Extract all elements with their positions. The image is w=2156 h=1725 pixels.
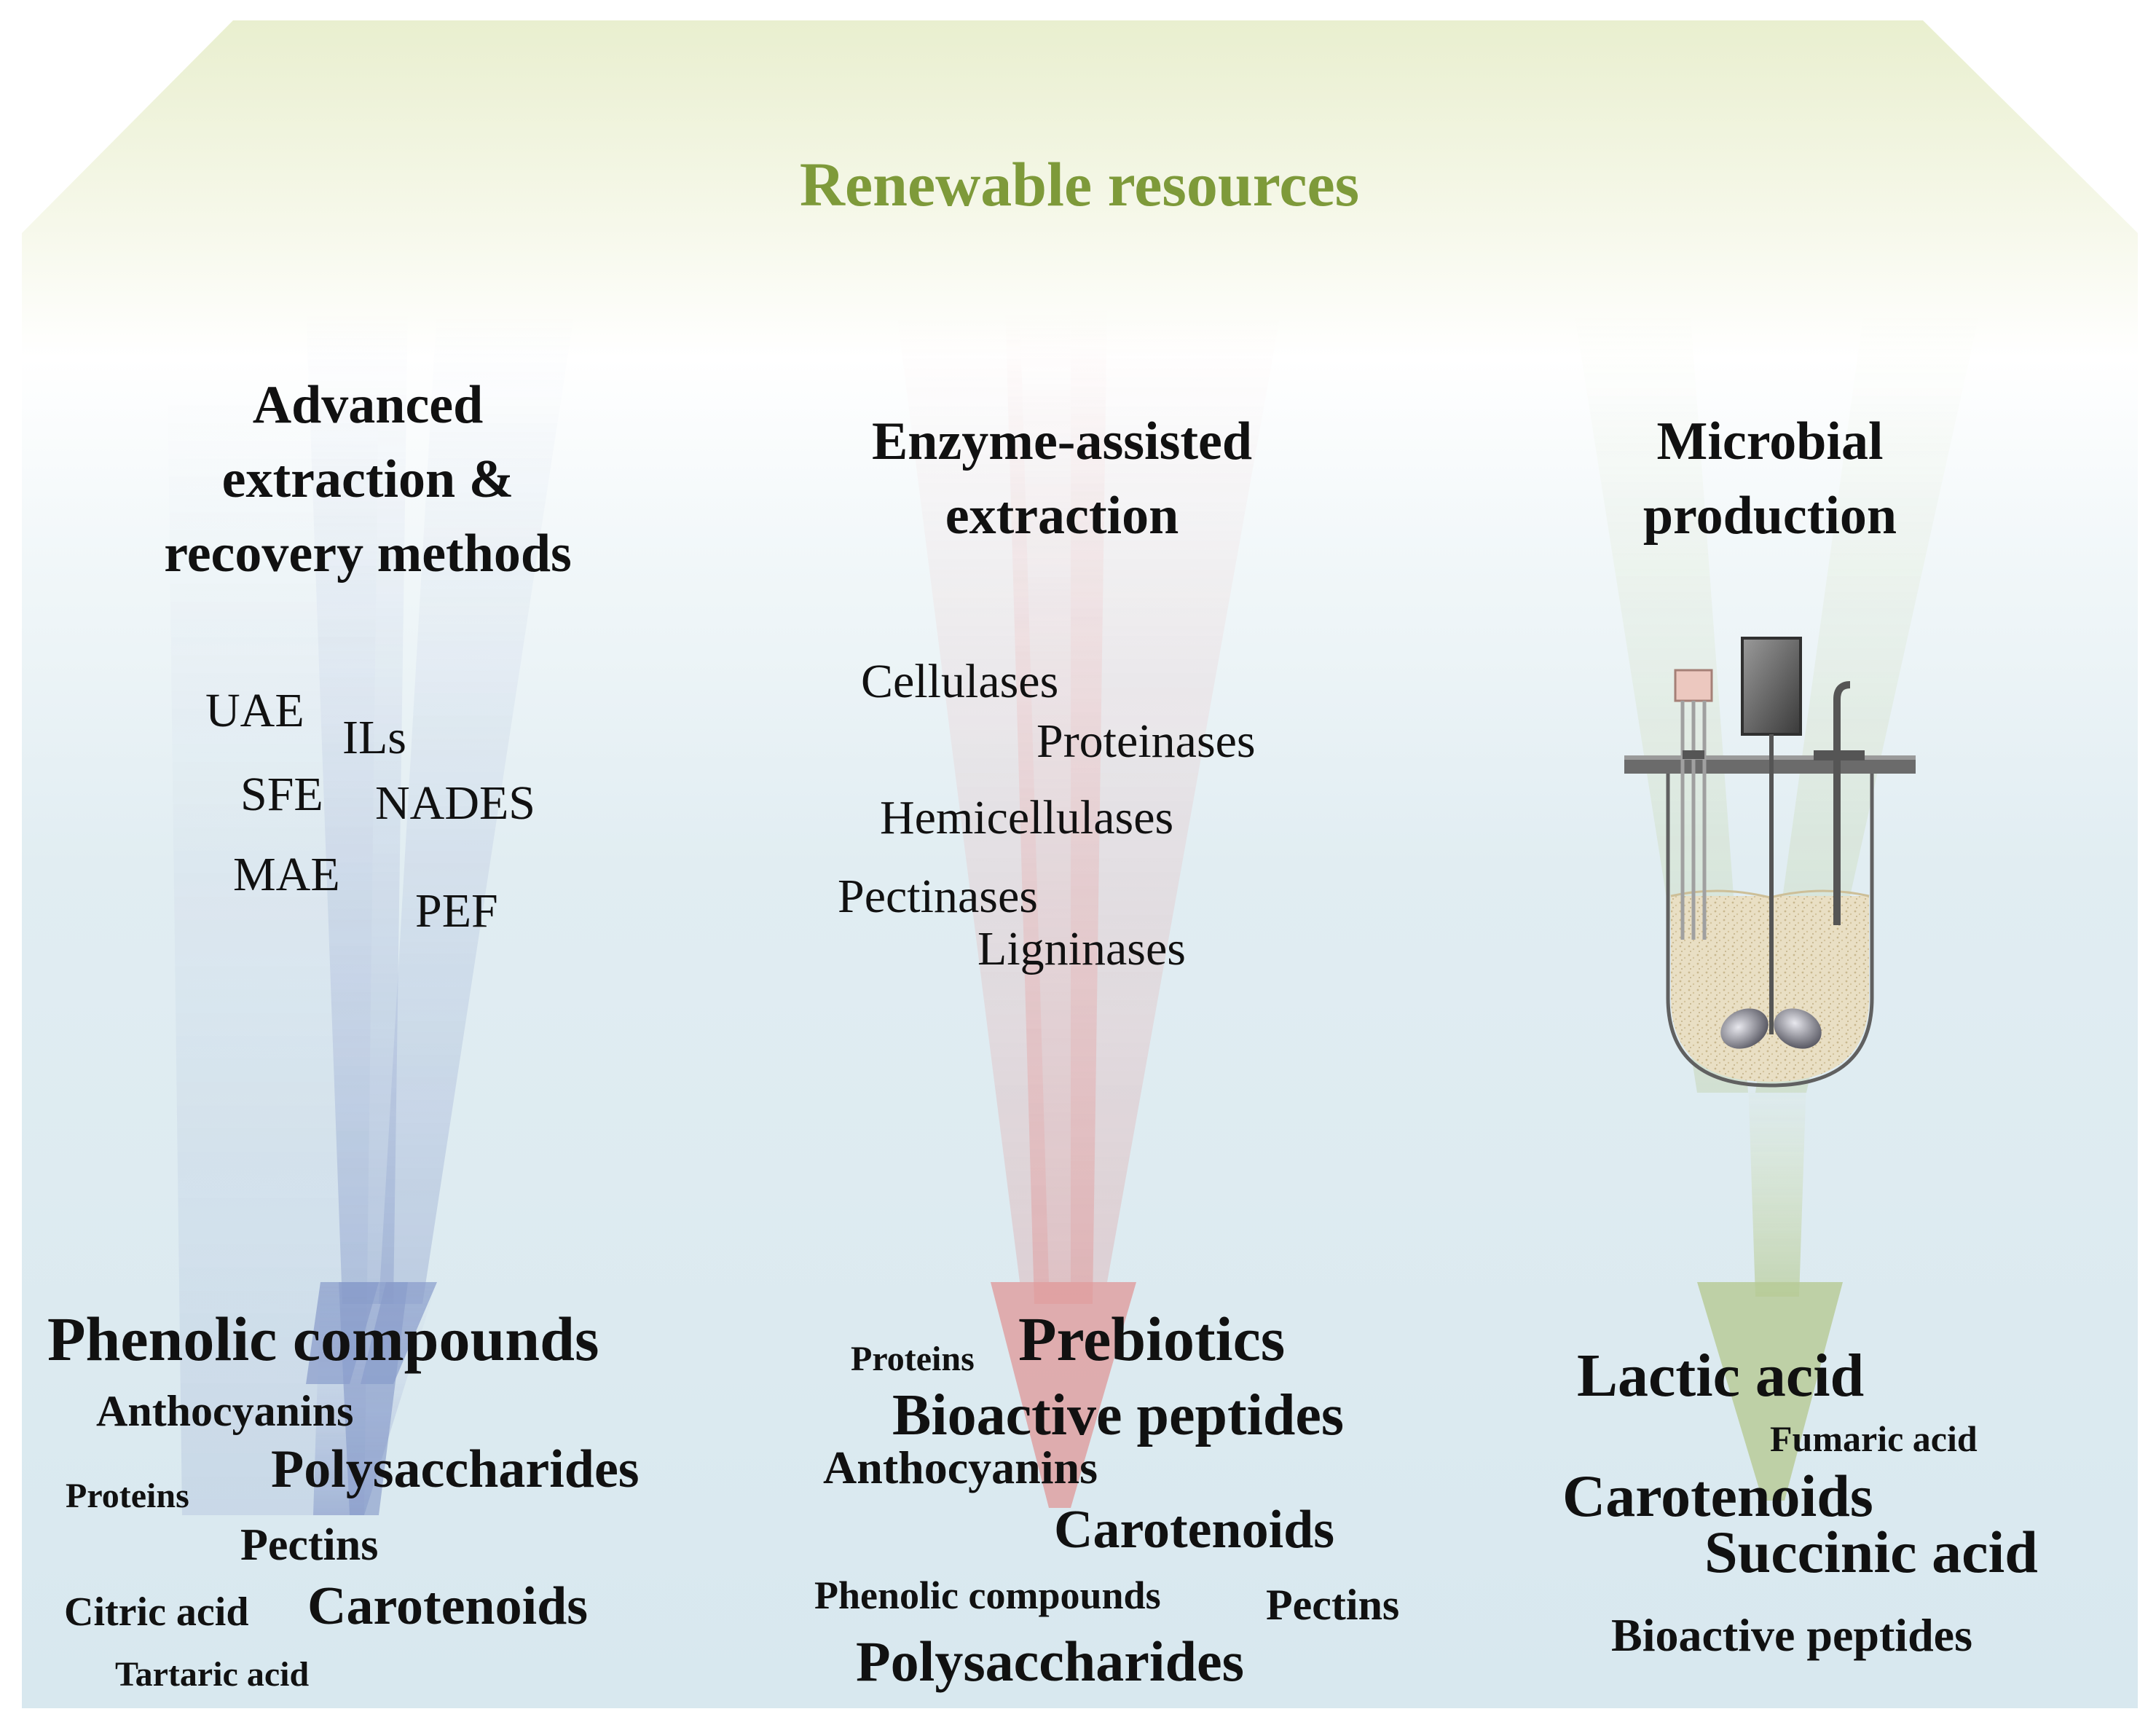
product-label: Proteins xyxy=(66,1477,189,1515)
method-label: ILs xyxy=(342,711,406,764)
heading-enzyme-line-2: extraction xyxy=(945,486,1179,546)
enzyme-label: Cellulases xyxy=(861,655,1059,708)
heading-microbial-line-2: production xyxy=(1642,486,1897,546)
product-label: Succinic acid xyxy=(1704,1519,2038,1585)
product-label: Carotenoids xyxy=(1054,1500,1335,1560)
product-label: Carotenoids xyxy=(307,1576,589,1636)
product-label: Polysaccharides xyxy=(856,1630,1244,1693)
product-label: Bioactive peptides xyxy=(1611,1609,1972,1661)
heading-microbial: Microbial production xyxy=(1643,404,1897,553)
product-label: Lactic acid xyxy=(1577,1342,1865,1410)
product-label: Proteins xyxy=(851,1340,975,1378)
method-label: NADES xyxy=(375,777,536,830)
product-label: Pectins xyxy=(1266,1581,1400,1629)
enzyme-label: Hemicellulases xyxy=(880,791,1174,844)
extraction-arrow xyxy=(168,306,575,1515)
product-label: Phenolic compounds xyxy=(814,1573,1161,1617)
method-label: PEF xyxy=(415,884,498,938)
product-label: Carotenoids xyxy=(1562,1463,1873,1529)
product-label: Citric acid xyxy=(64,1590,249,1635)
product-label: Anthocyanins xyxy=(96,1387,354,1435)
enzyme-arrow xyxy=(896,306,1282,1508)
enzyme-label: Pectinases xyxy=(838,870,1038,923)
product-label: Phenolic compounds xyxy=(47,1304,599,1374)
heading-extraction: Advanced extraction & recovery methods xyxy=(164,368,572,591)
method-label: SFE xyxy=(240,768,323,821)
product-label: Fumaric acid xyxy=(1770,1418,1978,1459)
enzyme-label: Ligninases xyxy=(977,922,1186,975)
product-label: Polysaccharides xyxy=(271,1439,640,1499)
product-label: Bioactive peptides xyxy=(892,1383,1344,1447)
product-label: Pectins xyxy=(240,1520,379,1570)
page-title: Renewable resources xyxy=(799,149,1360,219)
heading-enzyme-line-1: Enzyme-assisted xyxy=(871,412,1253,471)
product-label: Prebiotics xyxy=(1018,1304,1286,1374)
bioreactor-icon xyxy=(1624,637,1916,1088)
heading-enzyme: Enzyme-assisted extraction xyxy=(872,404,1252,553)
method-label: MAE xyxy=(233,848,340,901)
product-label: Anthocyanins xyxy=(823,1442,1098,1493)
product-label: Tartaric acid xyxy=(115,1655,310,1694)
enzyme-label: Proteinases xyxy=(1036,715,1256,768)
heading-extraction-line-2: extraction & xyxy=(221,449,514,509)
method-label: UAE xyxy=(205,684,304,737)
heading-extraction-line-1: Advanced xyxy=(252,375,484,435)
heading-microbial-line-1: Microbial xyxy=(1656,412,1884,471)
heading-extraction-line-3: recovery methods xyxy=(164,524,572,583)
